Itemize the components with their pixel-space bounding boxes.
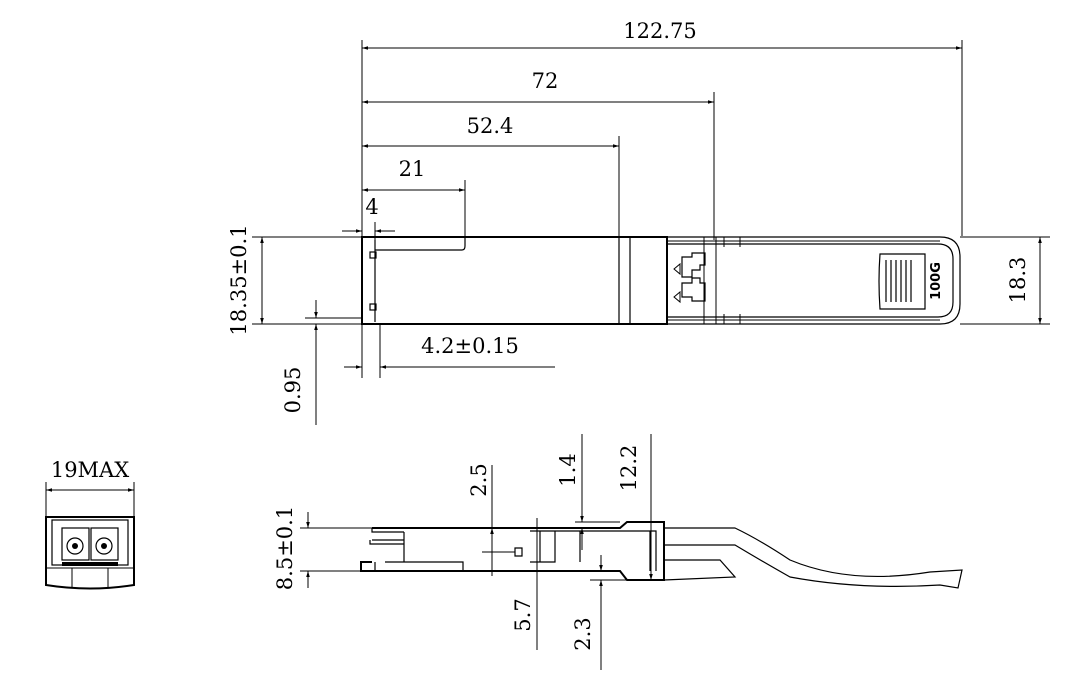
dim-label: 0.95 <box>281 367 305 414</box>
dim-overall-length: 122.75 <box>362 19 962 50</box>
dim-72: 72 <box>362 69 714 104</box>
dim-label: 2.3 <box>571 617 595 650</box>
dim-body-height: 18.35±0.1 <box>227 224 362 336</box>
module-body <box>361 236 668 325</box>
dim-21: 21 <box>362 157 465 192</box>
top-view: 122.75 72 52.4 21 4 <box>227 19 1050 425</box>
dim-5-7: 5.7 <box>511 518 538 650</box>
dim-label: 18.35±0.1 <box>227 224 251 335</box>
dim-label: 1.4 <box>556 453 580 486</box>
dim-label: 72 <box>532 69 559 93</box>
dim-0-95: 0.95 <box>281 300 362 425</box>
grip-ridges-icon <box>885 260 912 302</box>
dim-label: 12.2 <box>617 445 641 492</box>
end-view: 19MAX <box>45 458 135 590</box>
dim-label: 122.75 <box>623 19 696 43</box>
pull-tab: 100G <box>668 236 961 325</box>
dim-latch-height: 18.3 <box>960 236 1050 325</box>
pull-tab-label: 100G <box>929 262 944 300</box>
dim-label: 4 <box>365 195 378 219</box>
dim-label: 5.7 <box>511 598 535 631</box>
dim-label: 8.5±0.1 <box>273 506 297 590</box>
dim-label: 4.2±0.15 <box>421 334 519 358</box>
dim-body-thickness: 8.5±0.1 <box>273 506 372 590</box>
dim-label: 18.3 <box>1006 257 1030 304</box>
side-view: 8.5±0.1 2.5 5.7 1.4 12.2 <box>273 434 963 670</box>
dim-1-4: 1.4 <box>556 434 620 550</box>
dim-label: 2.5 <box>467 463 491 496</box>
dim-label: 52.4 <box>467 114 514 138</box>
dim-4-2: 4.2±0.15 <box>344 324 555 378</box>
dim-4: 4 <box>342 195 395 233</box>
dim-2-5: 2.5 <box>467 463 515 576</box>
dim-label: 21 <box>399 157 426 181</box>
dim-2-3: 2.3 <box>571 555 627 670</box>
dim-label: 19MAX <box>51 458 129 482</box>
dim-52-4: 52.4 <box>362 114 619 148</box>
dim-12-2: 12.2 <box>617 434 653 580</box>
